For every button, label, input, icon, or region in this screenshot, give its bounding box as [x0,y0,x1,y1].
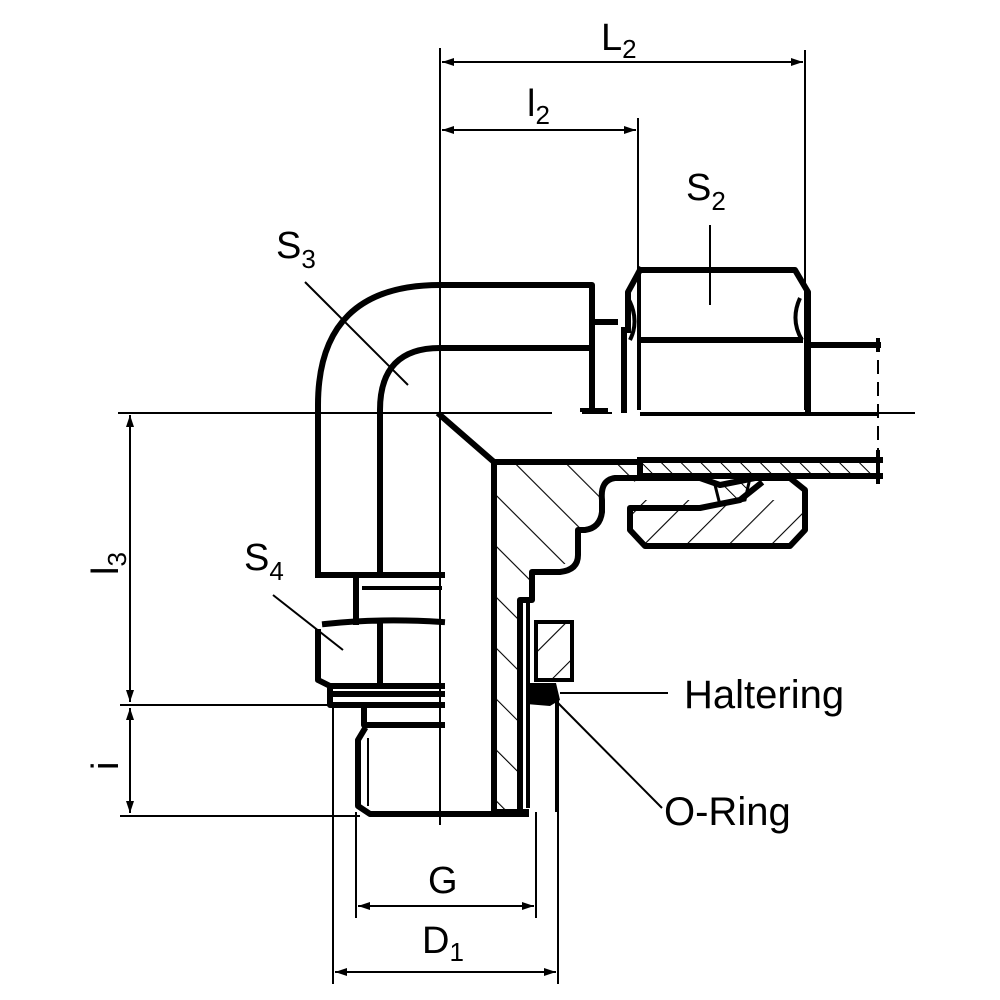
label-D1: D1 [422,920,464,967]
leader-S3 [304,281,409,386]
union-nut [625,265,881,470]
o-ring-section [526,683,560,706]
label-G: G [428,860,458,902]
nut-section-hatch [632,500,805,545]
body-stepped-contour [517,459,643,815]
cutting-ring [713,476,752,507]
tube-wall-hatch [642,460,878,474]
label-o-ring: O-Ring [664,790,791,834]
label-S3: S3 [276,225,316,274]
leader-lines [272,225,711,809]
label-l2: l2 [527,83,550,130]
section-view [435,410,883,815]
leader-o-ring [557,702,663,809]
label-L2: L2 [601,17,637,64]
thread-body [355,725,529,817]
nut-chamfer-curves [626,297,804,342]
elbow-body [315,282,627,578]
thread-relief [361,702,445,728]
body-section-hatch [494,462,640,812]
retaining-ring-section [534,620,574,682]
label-l3: l3 [85,552,132,575]
seal-collar [327,683,445,708]
nut-outline [625,265,811,413]
label-haltering: Haltering [684,673,844,717]
leader-S4 [272,594,344,651]
hex-s4 [315,617,446,689]
label-S4: S4 [244,537,284,586]
label-i: i [85,762,127,770]
labels: L2 l2 S2 S3 S4 l3 i G D1 Haltering O-Rin… [85,17,844,967]
elbow-inner-contour [377,345,595,578]
elbow-outer-contour [315,282,595,578]
stud-end [315,572,529,817]
label-S2: S2 [686,167,726,216]
dimension-lines [118,48,915,984]
